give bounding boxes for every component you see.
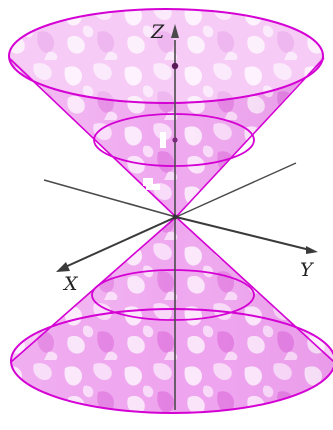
upper-left-edge [8,57,177,218]
upper-top-rim [8,8,324,104]
upper-cross-section [93,113,255,167]
y-axis-back [43,179,177,218]
white-marker-1 [160,132,166,148]
upper-right-edge [175,57,325,218]
x-axis [62,216,177,269]
upper-focus-point [171,62,179,70]
y-axis-arrow [306,246,318,254]
lower-base-rim [10,308,333,414]
x-axis-arrow [56,262,70,272]
z-axis-arrow [171,24,179,38]
lower-right-edge [175,216,333,363]
y-axis-label: Y [300,259,315,281]
x-axis-label: X [62,273,79,295]
upper-center-point [172,137,178,143]
x-axis-back [175,162,297,218]
white-marker-2 [143,178,153,186]
white-marker-3 [146,184,160,190]
upper-nappe-shading [9,56,324,217]
vertex-point [172,214,178,220]
lower-cross-section [91,269,255,321]
y-axis [175,216,311,251]
z-axis-label: Z [150,21,165,43]
